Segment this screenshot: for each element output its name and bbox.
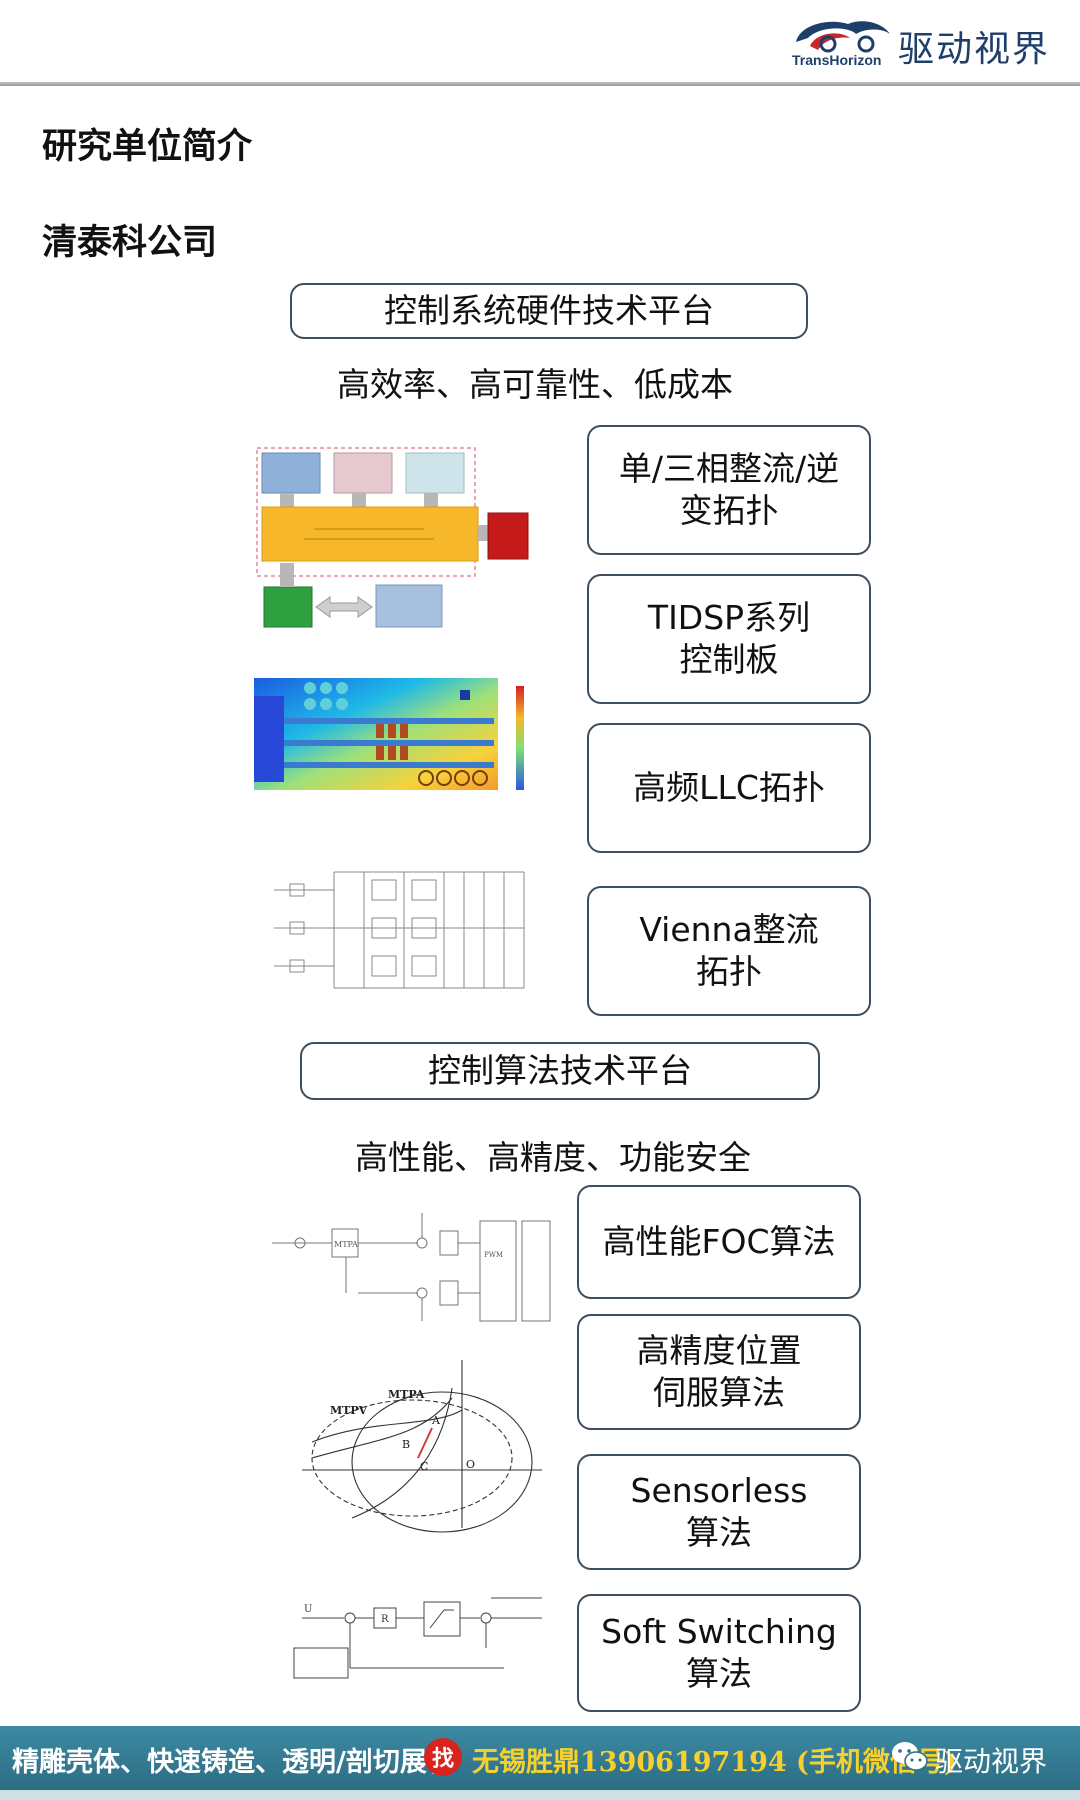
- box-line: 算法: [685, 1513, 752, 1552]
- mtpa-label: MTPA: [388, 1388, 425, 1401]
- box-line: 算法: [686, 1654, 752, 1693]
- find-badge-icon: 找: [424, 1738, 462, 1776]
- box-line: 变拓扑: [679, 491, 779, 530]
- vienna-rectifier-schematic: [274, 871, 525, 989]
- hardware-platform-subtitle: 高效率、高可靠性、低成本: [337, 365, 733, 404]
- banner-service-text: 精雕壳体、快速铸造、透明/剖切展机: [12, 1747, 454, 1778]
- banner-contact-text: 无锡胜鼎13906197194 (手机微信号): [472, 1747, 957, 1778]
- system-block-diagram-figure: [256, 447, 529, 628]
- box-line: Soft Switching: [601, 1612, 837, 1651]
- thermal-simulation-figure: [254, 678, 524, 790]
- banner-footer-strip: [0, 1790, 1080, 1800]
- box-line: 伺服算法: [653, 1373, 785, 1412]
- header-divider: [0, 82, 1080, 86]
- point-b-label: B: [402, 1438, 410, 1451]
- foc-mtpa-label: MTPA: [334, 1240, 358, 1249]
- u-label: U: [304, 1604, 312, 1615]
- vienna-rectifier-box: Vienna整流拓扑: [587, 886, 871, 1016]
- box-line: 高频LLC拓扑: [633, 768, 825, 807]
- box-line: 高精度位置: [636, 1331, 802, 1370]
- box-line: 控制板: [679, 640, 779, 679]
- box-line: 高性能FOC算法: [602, 1222, 836, 1261]
- llc-topology-box: 高频LLC拓扑: [587, 723, 871, 853]
- ad-banner[interactable]: 精雕壳体、快速铸造、透明/剖切展机 找 无锡胜鼎13906197194 (手机微…: [0, 1726, 1080, 1790]
- hardware-platform-title-text: 控制系统硬件技术平台: [384, 291, 714, 330]
- mtpv-label: MTPV: [330, 1404, 368, 1417]
- brand-logo: 驱动视界 TransHorizon: [790, 12, 1070, 74]
- logo-english-text: TransHorizon: [792, 52, 882, 68]
- position-servo-algorithm-box: 高精度位置伺服算法: [577, 1314, 861, 1430]
- box-line: Vienna整流: [639, 910, 819, 949]
- box-line: 拓扑: [696, 952, 762, 991]
- section-title: 研究单位简介: [42, 127, 253, 167]
- r-label: R: [381, 1614, 389, 1625]
- box-line: Sensorless: [630, 1471, 808, 1510]
- box-line: TIDSP系列: [647, 598, 811, 637]
- box-line: 单/三相整流/逆: [618, 449, 840, 488]
- foc-pwm-label: PWM: [484, 1251, 503, 1259]
- tidsp-control-board-box: TIDSP系列控制板: [587, 574, 871, 704]
- wechat-icon: [892, 1742, 928, 1771]
- origin-label: O: [466, 1458, 475, 1471]
- topology-rectifier-inverter-box: 单/三相整流/逆变拓扑: [587, 425, 871, 555]
- logo-chinese-text: 驱动视界: [898, 29, 1051, 70]
- company-name: 清泰科公司: [42, 223, 218, 263]
- hardware-platform-title: 控制系统硬件技术平台: [290, 283, 808, 339]
- algorithm-platform-title: 控制算法技术平台: [300, 1042, 820, 1100]
- point-a-label: A: [431, 1414, 441, 1427]
- soft-switching-block-diagram: U R: [293, 1597, 542, 1679]
- algorithm-platform-subtitle: 高性能、高精度、功能安全: [355, 1138, 751, 1177]
- foc-algorithm-box: 高性能FOC算法: [577, 1185, 861, 1299]
- banner-brand-text: 驱动视界: [935, 1745, 1048, 1778]
- mtpa-ellipse-diagram: MTPV MTPA A B C O: [302, 1360, 542, 1533]
- foc-block-diagram: MTPA PWM: [272, 1213, 551, 1322]
- car-swirl-icon: [796, 21, 890, 53]
- algorithm-platform-title-text: 控制算法技术平台: [428, 1051, 692, 1090]
- point-c-label: C: [420, 1460, 428, 1473]
